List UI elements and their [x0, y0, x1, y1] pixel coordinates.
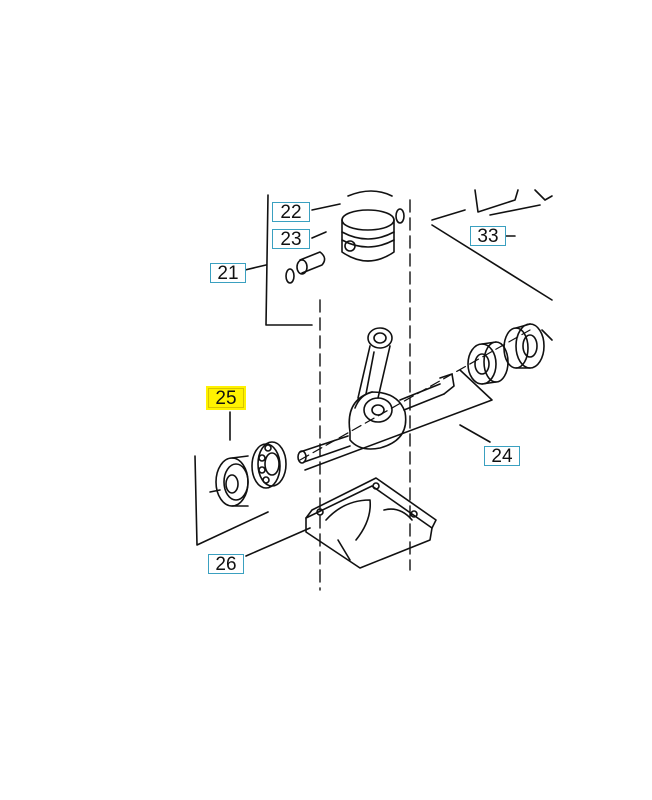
- circlip-left: [285, 268, 295, 284]
- connecting-rod: [357, 327, 393, 399]
- bracket-24: [304, 369, 493, 471]
- circlip-right: [395, 208, 405, 224]
- oil-seal-right: [503, 323, 545, 369]
- bearing-left: [251, 441, 287, 489]
- leader-26: [245, 527, 311, 557]
- callout-24[interactable]: 24: [484, 446, 520, 467]
- crankshaft: [297, 373, 455, 464]
- callout-26[interactable]: 26: [208, 554, 244, 575]
- oil-seal-left: [209, 455, 249, 507]
- callout-33[interactable]: 33: [470, 226, 506, 247]
- crank-axis-line: [299, 329, 531, 461]
- bracket-21: [265, 194, 313, 326]
- bearing-right-inner: [467, 341, 509, 385]
- callout-22[interactable]: 22: [272, 202, 310, 223]
- callout-25[interactable]: 25: [208, 388, 244, 409]
- callout-21[interactable]: 21: [210, 263, 246, 284]
- crankcase-bottom: [305, 477, 437, 569]
- piston-pin: [296, 251, 326, 275]
- piston: [341, 209, 395, 262]
- callout-23[interactable]: 23: [272, 229, 310, 250]
